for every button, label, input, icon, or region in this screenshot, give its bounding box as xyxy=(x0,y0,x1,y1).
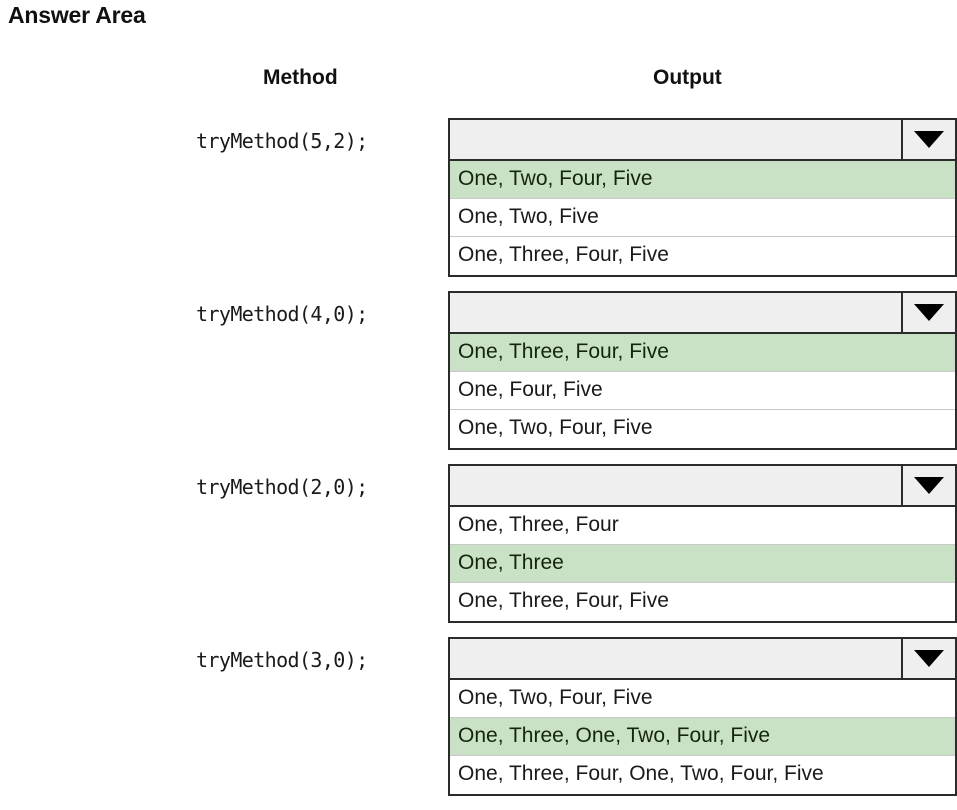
dropdown-combobox[interactable] xyxy=(448,291,957,334)
method-label: tryMethod(2,0); xyxy=(196,475,368,499)
chevron-down-icon[interactable] xyxy=(901,639,955,678)
chevron-down-icon[interactable] xyxy=(901,466,955,505)
dropdown-option-selected[interactable]: One, Two, Four, Five xyxy=(450,161,955,199)
dropdown-option[interactable]: One, Three, Four xyxy=(450,507,955,545)
dropdown-option-selected[interactable]: One, Three, One, Two, Four, Five xyxy=(450,718,955,756)
dropdown-selected-value[interactable] xyxy=(450,293,901,332)
dropdown-combobox[interactable] xyxy=(448,464,957,507)
column-header-method: Method xyxy=(263,66,338,89)
column-headers: Method Output xyxy=(0,64,957,98)
page-title: Answer Area xyxy=(8,2,146,28)
dropdown-option[interactable]: One, Four, Five xyxy=(450,372,955,410)
dropdown-option[interactable]: One, Two, Four, Five xyxy=(450,410,955,448)
dropdown-combobox[interactable] xyxy=(448,637,957,680)
dropdown-combobox[interactable] xyxy=(448,118,957,161)
dropdown-option[interactable]: One, Three, Four, Five xyxy=(450,583,955,621)
dropdown-selected-value[interactable] xyxy=(450,639,901,678)
dropdown-option[interactable]: One, Three, Four, Five xyxy=(450,237,955,275)
dropdown-option-selected[interactable]: One, Three, Four, Five xyxy=(450,334,955,372)
chevron-down-icon[interactable] xyxy=(901,293,955,332)
dropdown-selected-value[interactable] xyxy=(450,466,901,505)
dropdown-option[interactable]: One, Three, Four, One, Two, Four, Five xyxy=(450,756,955,794)
chevron-down-icon[interactable] xyxy=(901,120,955,159)
method-label: tryMethod(3,0); xyxy=(196,648,368,672)
method-label: tryMethod(4,0); xyxy=(196,302,368,326)
column-header-output: Output xyxy=(653,66,722,89)
dropdown-option-selected[interactable]: One, Three xyxy=(450,545,955,583)
dropdown-selected-value[interactable] xyxy=(450,120,901,159)
dropdown-option[interactable]: One, Two, Four, Five xyxy=(450,680,955,718)
dropdown-option[interactable]: One, Two, Five xyxy=(450,199,955,237)
method-label: tryMethod(5,2); xyxy=(196,129,368,153)
